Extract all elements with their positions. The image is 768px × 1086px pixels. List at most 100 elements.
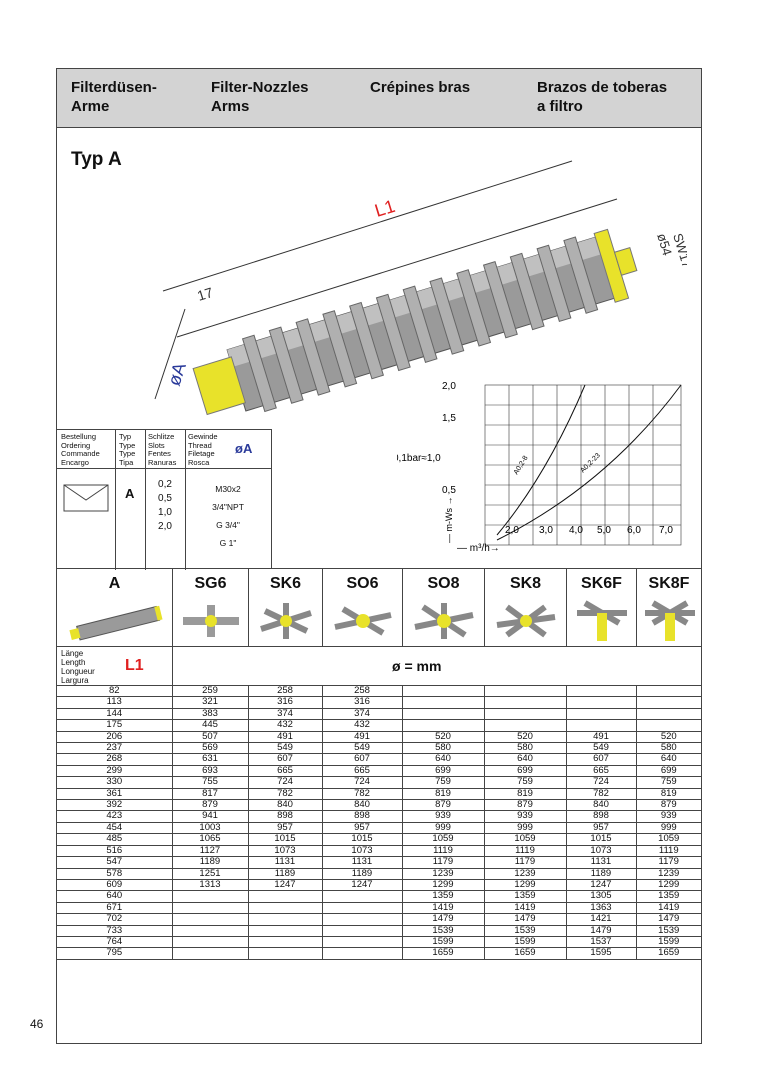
table-cell: 1595 <box>565 947 636 960</box>
table-cell: 957 <box>565 822 636 835</box>
table-cell: 607 <box>565 754 636 766</box>
table-cell: 1419 <box>401 902 484 915</box>
table-cell <box>565 686 636 698</box>
table-cell: 665 <box>565 765 636 778</box>
table-cell: 485 <box>57 833 172 846</box>
table-cell: 268 <box>57 754 172 766</box>
table-cell: 1537 <box>565 936 636 949</box>
table-cell: 549 <box>565 742 636 755</box>
table-cell: 1073 <box>565 845 636 858</box>
table-cell: 423 <box>57 811 172 823</box>
table-cell: 817 <box>171 788 248 801</box>
model-cell: A <box>57 569 172 647</box>
table-cell: 1119 <box>483 845 566 858</box>
table-cell: 1599 <box>635 936 701 949</box>
table-cell: 549 <box>321 742 402 755</box>
table-cell: 1359 <box>401 890 484 903</box>
table-cell: 1015 <box>565 833 636 846</box>
model-cell: SK8F <box>636 569 701 647</box>
table-cell <box>635 686 701 698</box>
table-cell: 724 <box>321 776 402 789</box>
nozzle-drawing: L1 17 øA SW17 ø54 <box>154 160 687 416</box>
table-cell <box>321 925 402 937</box>
table-cell: 374 <box>247 708 322 721</box>
table-cell: 1127 <box>171 845 248 858</box>
table-cell: 724 <box>565 776 636 789</box>
table-cell <box>171 902 248 915</box>
x-tick-5: 5,0 <box>597 525 611 536</box>
table-cell <box>247 890 322 903</box>
table-cell: 580 <box>483 742 566 755</box>
table-cell: 1239 <box>401 868 484 880</box>
table-cell <box>247 947 322 960</box>
table-cell: 520 <box>401 731 484 744</box>
table-cell: 1659 <box>483 947 566 960</box>
table-cell: 759 <box>401 776 484 789</box>
table-cell: 175 <box>57 719 172 732</box>
table-cell: 879 <box>635 799 701 812</box>
table-cell <box>247 936 322 949</box>
table-cell <box>321 902 402 915</box>
table-cell: 1251 <box>171 868 248 880</box>
table-cell: 1179 <box>635 856 701 869</box>
table-cell: 580 <box>635 742 701 755</box>
x-tick-7: 7,0 <box>659 525 673 536</box>
header-french: Crépines bras <box>370 79 471 96</box>
l1-symbol: L1 <box>125 657 144 674</box>
table-cell: 759 <box>635 776 701 789</box>
table-cell: 1313 <box>171 879 248 892</box>
table-cell: 361 <box>57 788 172 801</box>
table-cell <box>401 686 484 698</box>
table-cell: 1479 <box>565 925 636 937</box>
table-cell: 1119 <box>401 845 484 858</box>
table-cell <box>565 708 636 721</box>
table-cell <box>171 913 248 926</box>
table-cell <box>483 696 566 709</box>
nozzle-sk6-icon <box>260 603 312 639</box>
table-cell: 607 <box>247 754 322 766</box>
table-cell <box>483 719 566 732</box>
table-cell: 1299 <box>483 879 566 892</box>
table-cell: 782 <box>565 788 636 801</box>
x-tick-6: 6,0 <box>627 525 641 536</box>
table-cell: 507 <box>171 731 248 744</box>
table-cell <box>401 696 484 709</box>
table-cell: 82 <box>57 685 172 698</box>
y-tick-2: 2,0 <box>442 381 456 392</box>
table-cell: 1247 <box>247 879 322 892</box>
table-cell: 939 <box>483 811 566 823</box>
table-cell: 819 <box>401 788 484 801</box>
table-cell: 640 <box>401 754 484 766</box>
dia-a-label: øA <box>164 360 190 388</box>
table-cell: 321 <box>171 697 248 709</box>
y-tick-15: 1,5 <box>442 413 456 424</box>
table-cell <box>171 890 248 903</box>
table-cell: 609 <box>57 879 172 892</box>
table-cell: 733 <box>57 925 172 937</box>
table-cell: 258 <box>321 685 402 698</box>
table-cell: 1119 <box>635 845 701 858</box>
table-cell: 1189 <box>171 856 248 869</box>
table-cell: 782 <box>321 788 402 801</box>
table-cell <box>321 890 402 903</box>
table-cell: 782 <box>247 788 322 801</box>
x-tick-2: 2,0 <box>505 525 519 536</box>
table-cell: 1539 <box>635 925 701 937</box>
model-cell: SO8 <box>402 569 484 647</box>
